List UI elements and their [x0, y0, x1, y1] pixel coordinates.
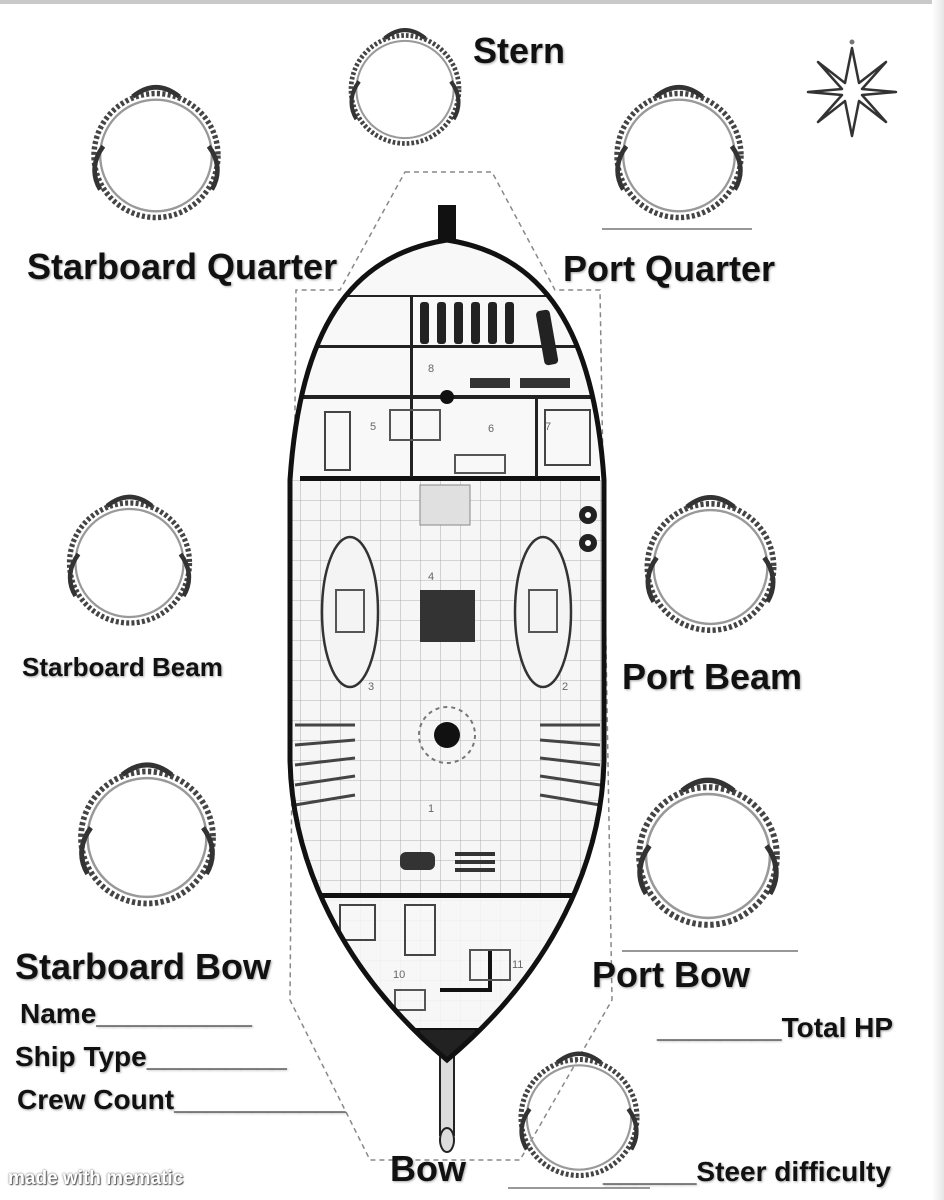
room-number: 3 [368, 681, 374, 693]
port-quarter-label: Port Quarter [563, 248, 776, 289]
stern-post [438, 205, 456, 245]
name-field[interactable]: Name__________ [20, 998, 252, 1029]
ship-type-field[interactable]: Ship Type_________ [15, 1041, 287, 1072]
side-stairs [294, 723, 601, 807]
rope-ring-icon [348, 28, 462, 146]
room-number: 4 [428, 571, 434, 583]
total-hp-field[interactable]: ________Total HP [657, 1012, 894, 1043]
starboard-bow-label: Starboard Bow [15, 946, 272, 987]
room-number: 1 [428, 803, 434, 815]
starboard-boat [320, 535, 380, 689]
room-number: 7 [545, 421, 551, 433]
room-number: 10 [393, 969, 405, 981]
port-bow-label: Port Bow [592, 954, 750, 995]
bow-label: Bow [390, 1148, 466, 1189]
room-number: 8 [428, 363, 434, 375]
aft-cannons [420, 302, 559, 366]
port-beam-label: Port Beam [622, 656, 803, 697]
room-number: 6 [488, 423, 494, 435]
compass-star-icon [806, 39, 898, 138]
stern-label: Stern [473, 30, 566, 71]
rope-ring-icon [644, 495, 777, 633]
rope-ring-icon [636, 777, 780, 928]
watermark: made with mematic [8, 1168, 184, 1189]
starboard-beam-label: Starboard Beam [22, 652, 223, 682]
starboard-quarter-label: Starboard Quarter [27, 246, 338, 287]
rope-ring-icon [78, 762, 216, 907]
hull-outline [287, 237, 607, 1064]
room-number: 2 [562, 681, 568, 693]
rope-ring-icon [614, 84, 744, 221]
rope-ring-icon [91, 84, 221, 221]
crew-count-field[interactable]: Crew Count___________ [17, 1084, 346, 1115]
room-number: 5 [370, 421, 376, 433]
rigging-outline [289, 171, 613, 1161]
right-edge [932, 0, 944, 1200]
port-boat [513, 535, 573, 689]
main-mast [434, 722, 460, 748]
top-edge [0, 0, 944, 4]
steer-difficulty-field[interactable]: ______Steer difficulty [603, 1156, 891, 1187]
rope-ring-icon [518, 1051, 640, 1179]
room-number: 11 [512, 959, 523, 971]
rope-ring-icon [66, 494, 193, 626]
